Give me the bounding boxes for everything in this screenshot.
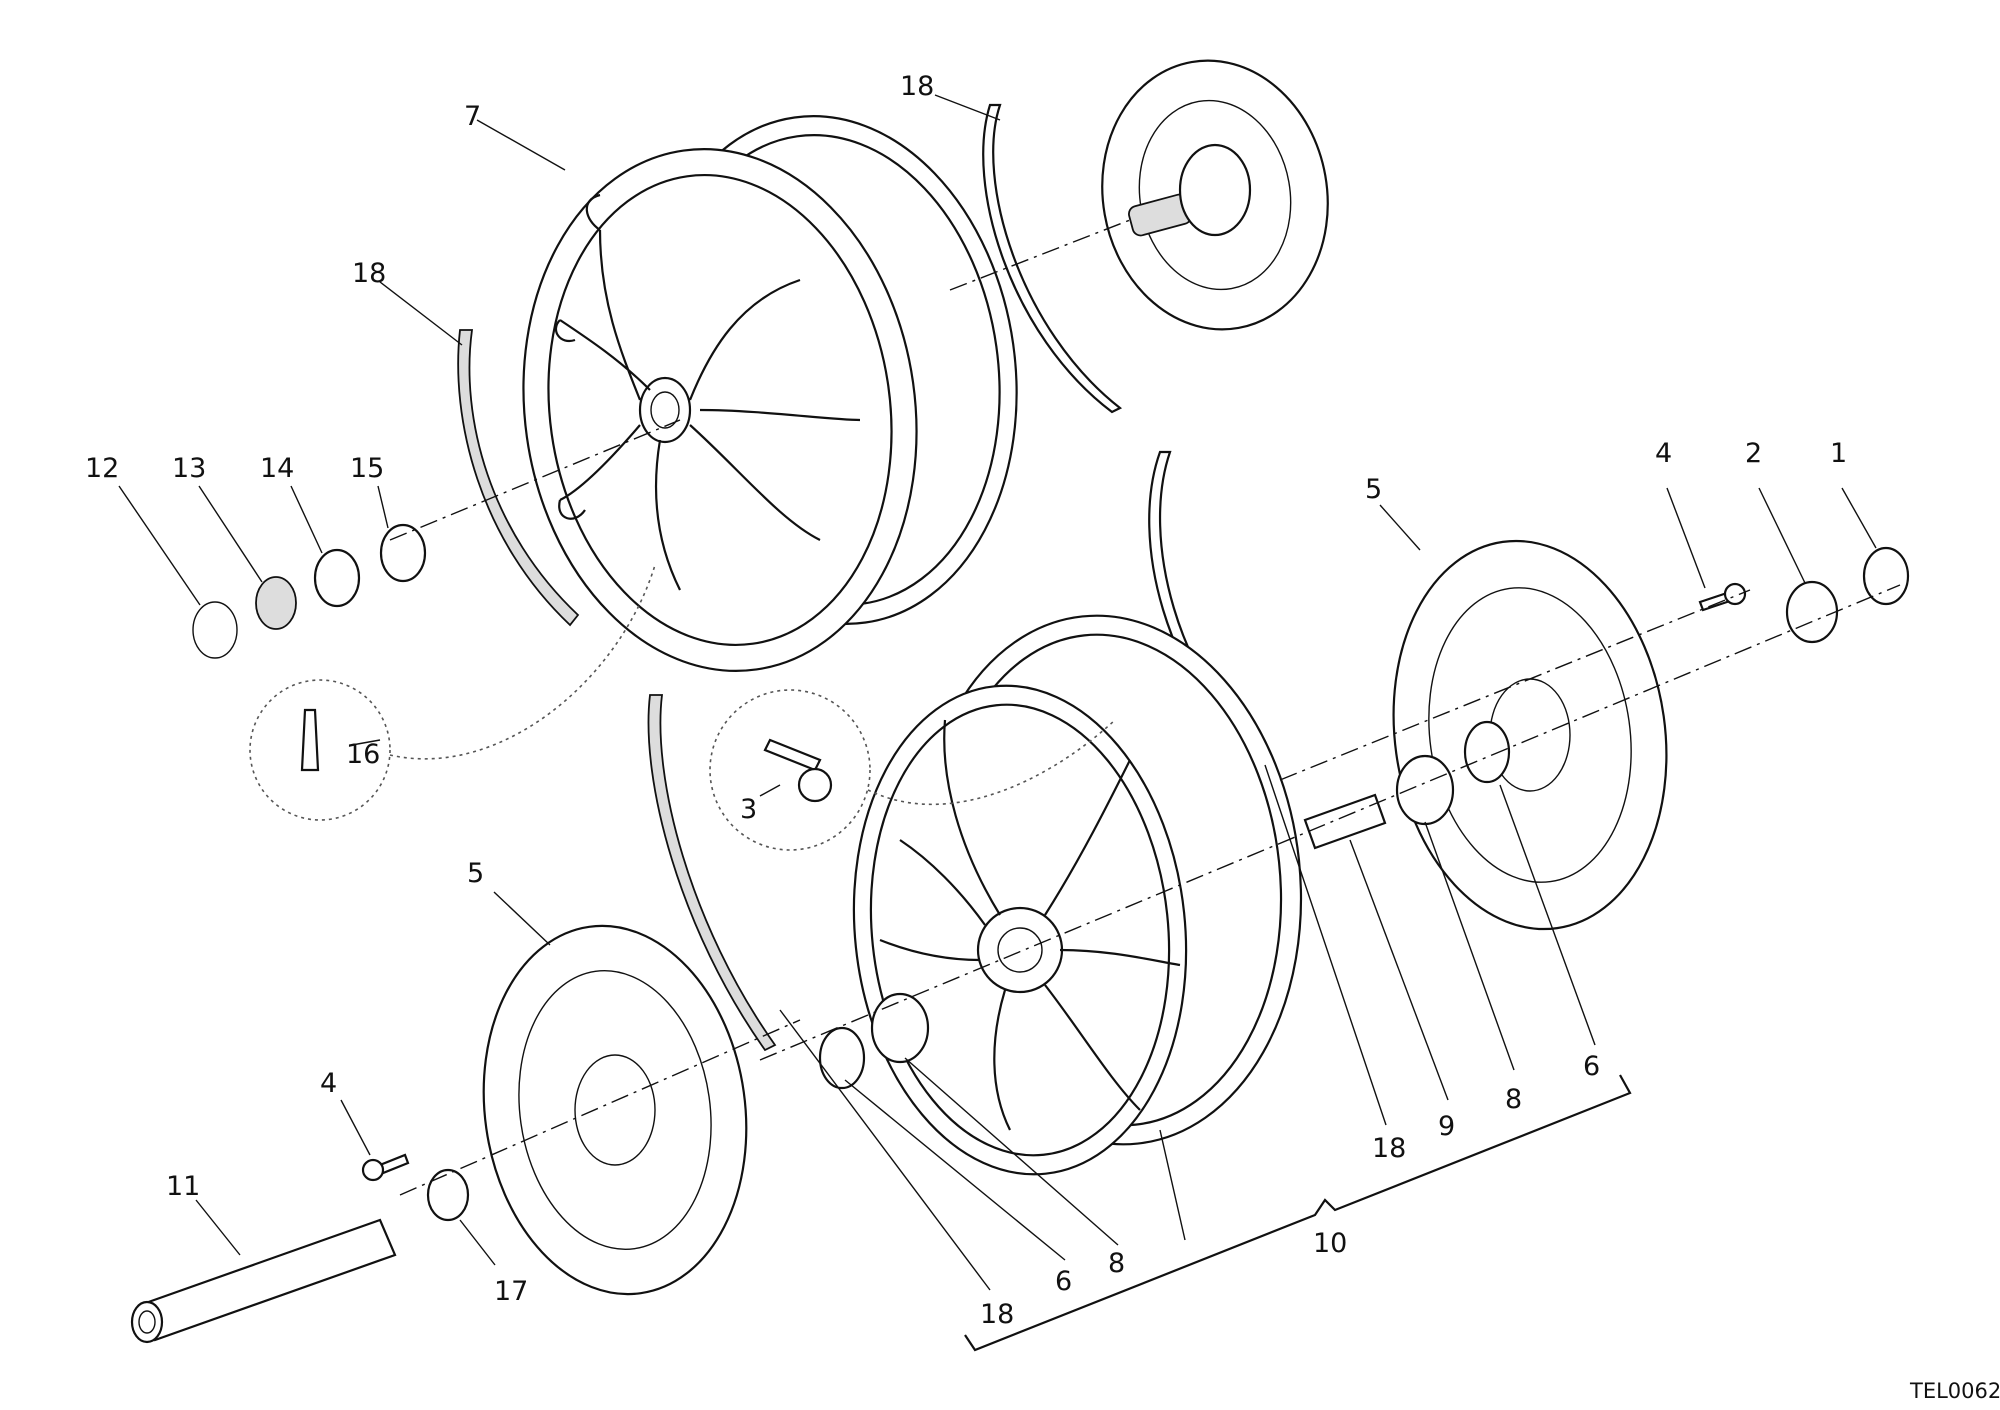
callout-16: 16: [346, 739, 380, 770]
callout-9: 9: [1438, 1111, 1455, 1142]
front-brake-disc-right: [1392, 539, 1668, 931]
callout-17: 17: [494, 1276, 528, 1307]
seal-15: [379, 523, 427, 583]
callout-11: 11: [166, 1171, 200, 1202]
callout-14: 14: [260, 453, 294, 484]
callout-6-right: 6: [1583, 1051, 1600, 1082]
callout-18-right: 18: [1372, 1133, 1406, 1164]
valve-detail-16: [249, 564, 656, 821]
callout-6-left: 6: [1055, 1266, 1072, 1297]
callout-18-top: 18: [900, 71, 934, 102]
callout-8-right: 8: [1505, 1084, 1522, 1115]
callout-13: 13: [172, 453, 206, 484]
callout-15: 15: [350, 453, 384, 484]
valve-detail-3: [709, 689, 1116, 851]
callout-18-bottom: 18: [980, 1299, 1014, 1330]
callout-4-left: 4: [320, 1068, 337, 1099]
circlip-12: [192, 601, 238, 659]
front-axle-11: [130, 1218, 397, 1344]
callout-5-left: 5: [467, 858, 484, 889]
front-wheel-10: [852, 614, 1303, 1176]
rear-wheel-7: [522, 115, 1018, 672]
leader-lines: [118, 94, 1877, 1291]
spacer-9: [1303, 793, 1387, 850]
callout-4-right: 4: [1655, 438, 1672, 469]
spacer-17: [426, 1168, 470, 1222]
bearing-8-right: [1395, 754, 1455, 826]
callout-7: 7: [464, 101, 481, 132]
callout-8-left: 8: [1108, 1248, 1125, 1279]
seal-6-right: [1463, 720, 1511, 784]
callout-18-left: 18: [352, 258, 386, 289]
callout-labels: 1 2 3 4 4 5 5 6 6 7 8 8 9 10 11 12 13 14…: [85, 71, 1847, 1330]
small-parts: [192, 523, 1910, 1222]
assembly-bracket-10: [964, 1074, 1632, 1352]
center-lines: [389, 219, 1901, 1196]
bearing-8-left: [870, 992, 930, 1064]
spacer-2: [1785, 580, 1839, 644]
spacer-1: [1862, 546, 1910, 606]
callout-2: 2: [1745, 438, 1762, 469]
callout-1: 1: [1830, 438, 1847, 469]
front-brake-disc-left: [482, 924, 748, 1296]
callout-10: 10: [1313, 1228, 1347, 1259]
seal-6-left: [818, 1026, 866, 1090]
callout-3: 3: [740, 794, 757, 825]
rear-brake-disc: [1101, 59, 1329, 331]
callout-12: 12: [85, 453, 119, 484]
callout-5-right: 5: [1365, 474, 1382, 505]
spacer-14: [313, 548, 361, 608]
nut-13: [255, 576, 297, 630]
screw-4-left: [378, 1153, 410, 1175]
drawing-code: TEL00621: [1909, 1379, 2000, 1403]
